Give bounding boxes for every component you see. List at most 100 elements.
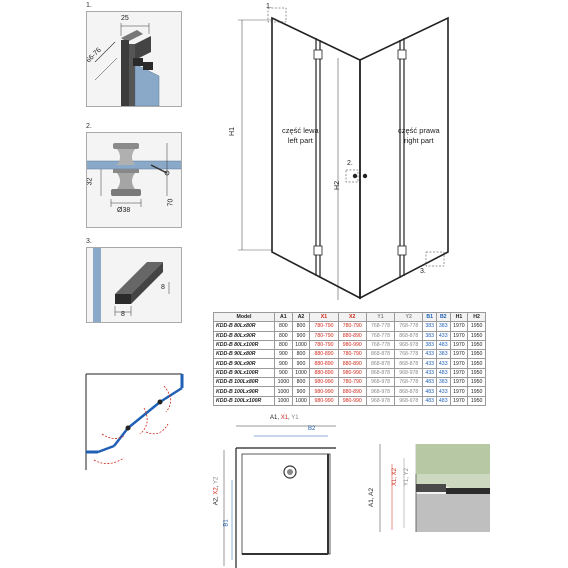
col-x2: X2 <box>337 311 367 323</box>
table-cell-y2: 968-978 <box>394 395 424 406</box>
table-cell-a2: 800 <box>291 377 311 388</box>
table-cell-x1: 780-790 <box>309 321 339 332</box>
callout-3-label: 3. <box>420 268 426 275</box>
table-cell-y1: 968-978 <box>365 395 396 406</box>
detail-2-label: 2. <box>86 123 92 130</box>
table-cell-a1: 800 <box>274 330 293 341</box>
table-cell-x1: 980-990 <box>309 386 339 397</box>
detail-3-seal-drawing <box>93 248 170 322</box>
table-cell-b1: 383 <box>422 339 437 351</box>
table-cell-model: KDD-B 90Lx90R <box>213 358 275 369</box>
col-model: Model <box>213 311 275 323</box>
col-y1: Y1 <box>365 311 396 323</box>
col-h2: H2 <box>467 311 486 323</box>
table-cell-x2: 880-890 <box>337 330 367 341</box>
detail-2-panel: 32 70 Ø38 <box>86 132 182 228</box>
table-cell-a2: 800 <box>291 321 311 332</box>
table-cell-b1: 433 <box>422 358 437 369</box>
table-cell-a2: 900 <box>291 358 311 369</box>
table-cell-a2: 900 <box>291 386 311 397</box>
table-cell-y2: 768-778 <box>394 349 424 360</box>
col-b2: B2 <box>435 311 451 323</box>
left-part-pl: część lewa <box>282 126 319 135</box>
h2-label: H2 <box>333 181 341 190</box>
detail-2-knob-drawing <box>87 143 181 207</box>
table-cell-a2: 1000 <box>291 395 311 406</box>
table-cell-y1: 868-878 <box>365 367 396 379</box>
table-cell-model: KDD-B 90Lx100R <box>213 367 275 379</box>
table-cell-a1: 900 <box>274 358 293 369</box>
table-cell-b1: 383 <box>422 321 437 332</box>
table-cell-model: KDD-B 90Lx80R <box>213 349 275 360</box>
detail-3-panel: 8 8 <box>86 247 182 323</box>
table-cell-b1: 433 <box>422 349 437 360</box>
table-cell-y2: 768-778 <box>394 321 424 332</box>
right-part-pl: część prawa <box>398 126 440 135</box>
table-cell-a2: 1000 <box>291 367 311 379</box>
table-cell-x2: 880-890 <box>337 358 367 369</box>
plan-b2: B2 <box>308 426 316 432</box>
table-header-row: Model A1 A2 X1 X2 Y1 Y2 B1 B2 H1 H2 <box>213 311 486 323</box>
table-cell-h1: 1970 <box>449 358 469 369</box>
table-cell-model: KDD-B 100Lx100R <box>213 395 275 406</box>
table-cell-b2: 433 <box>435 330 451 341</box>
plan-x1: X1 <box>280 415 289 421</box>
right-part-en: right part <box>404 136 434 145</box>
table-cell-b1: 433 <box>422 367 437 379</box>
table-cell-y2: 868-878 <box>394 330 424 341</box>
table-cell-h2: 1950 <box>467 330 486 341</box>
table-cell-a1: 900 <box>274 349 293 360</box>
table-cell-a1: 1000 <box>274 395 293 406</box>
detail-2-dim-right: 70 <box>167 198 175 207</box>
plan-sep-2: , <box>288 415 292 421</box>
table-cell-y2: 868-878 <box>394 386 424 397</box>
table-cell-y1: 968-978 <box>365 377 396 388</box>
table-cell-h1: 1970 <box>449 386 469 397</box>
table-cell-b1: 483 <box>422 395 437 406</box>
col-h1: H1 <box>449 311 469 323</box>
table-cell-model: KDD-B 100Lx90R <box>213 386 275 397</box>
dimensions-table: Model A1 A2 X1 X2 Y1 Y2 B1 B2 H1 H2 KDD-… <box>213 311 486 406</box>
table-cell-b2: 433 <box>435 358 451 369</box>
table-cell-y1: 768-778 <box>365 330 396 341</box>
table-cell-model: KDD-B 80Lx90R <box>213 330 275 341</box>
plan-view-drawing <box>223 425 336 568</box>
table-cell-x1: 980-990 <box>309 395 339 406</box>
table-cell-b1: 383 <box>422 330 437 341</box>
table-cell-a1: 1000 <box>274 386 293 397</box>
table-cell-h2: 1950 <box>467 367 486 379</box>
plan-y1: Y1 <box>291 415 299 421</box>
detail-1-panel: 25 66-76 <box>86 11 182 107</box>
table-cell-a1: 800 <box>274 321 293 332</box>
table-cell-y1: 768-778 <box>365 321 396 332</box>
table-cell-model: KDD-B 100Lx80R <box>213 377 275 388</box>
table-cell-h2: 1950 <box>467 358 486 369</box>
detail-2-dim-left: 32 <box>86 177 94 186</box>
table-cell-x1: 980-990 <box>309 377 339 388</box>
table-cell-h2: 1950 <box>467 321 486 332</box>
table-cell-a2: 900 <box>291 330 311 341</box>
table-cell-x1: 780-790 <box>309 339 339 351</box>
table-cell-h1: 1970 <box>449 349 469 360</box>
front-view-drawing <box>238 7 449 300</box>
right-part-label: część prawa right part <box>398 126 440 146</box>
section-view-drawing <box>379 444 490 532</box>
table-cell-x2: 780-790 <box>337 349 367 360</box>
table-cell-h1: 1970 <box>449 367 469 379</box>
table-cell-h2: 1950 <box>467 395 486 406</box>
table-cell-h2: 1950 <box>467 339 486 351</box>
table-cell-y1: 868-878 <box>365 349 396 360</box>
col-x1: X1 <box>309 311 339 323</box>
table-cell-x2: 780-790 <box>337 377 367 388</box>
table-cell-x1: 880-890 <box>309 349 339 360</box>
col-a1: A1 <box>274 311 293 323</box>
table-cell-b2: 483 <box>435 395 451 406</box>
callout-1-label: 1. <box>266 3 272 10</box>
table-cell-b2: 483 <box>435 339 451 351</box>
